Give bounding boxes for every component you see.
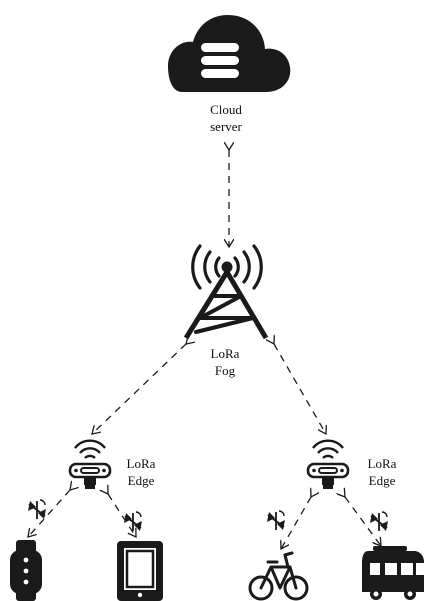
cloud-label-line2: server bbox=[210, 119, 242, 134]
link-edge-tablet bbox=[108, 494, 136, 537]
link-edge-watch bbox=[28, 490, 70, 537]
antenna-icon bbox=[266, 510, 286, 531]
edge-gateway-left-icon bbox=[68, 439, 112, 491]
antenna-icon bbox=[123, 511, 143, 532]
link-fog-edge-right bbox=[274, 344, 326, 434]
fog-label-line1: LoRa bbox=[210, 346, 240, 361]
smartwatch-icon bbox=[10, 540, 42, 601]
link-edge-bus bbox=[345, 497, 381, 546]
link-fog-edge-left bbox=[92, 344, 186, 434]
fog-label: LoRa Fog bbox=[200, 345, 250, 379]
bicycle-icon bbox=[248, 551, 309, 601]
edge-left-label: LoRa Edge bbox=[117, 455, 165, 489]
edge-right-label-line1: LoRa bbox=[367, 456, 397, 471]
cloud-server-icon bbox=[168, 15, 291, 92]
fog-label-line2: Fog bbox=[214, 363, 236, 378]
bus-icon bbox=[362, 546, 424, 600]
radio-tower-icon bbox=[183, 244, 269, 340]
edge-gateway-right-icon bbox=[306, 439, 350, 491]
link-edge-bicycle bbox=[281, 497, 311, 549]
cloud-server-label: Cloud server bbox=[196, 101, 256, 135]
edge-right-label: LoRa Edge bbox=[358, 455, 406, 489]
edge-left-label-line2: Edge bbox=[127, 473, 155, 488]
cloud-label-line1: Cloud bbox=[210, 102, 242, 117]
edge-left-label-line1: LoRa bbox=[126, 456, 156, 471]
tablet-icon bbox=[117, 541, 163, 601]
antenna-icon bbox=[27, 499, 47, 520]
antenna-icon bbox=[369, 511, 389, 532]
edge-right-label-line2: Edge bbox=[368, 473, 396, 488]
